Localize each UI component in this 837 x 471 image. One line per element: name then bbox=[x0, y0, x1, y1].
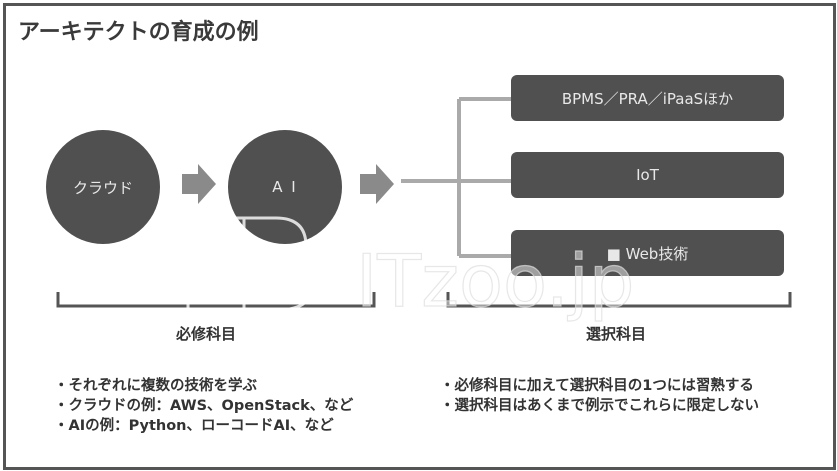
elective-bullet-1: ・必修科目に加えて選択科目の1つには習熟する bbox=[440, 378, 754, 394]
watermark: ITzoo.jp bbox=[186, 216, 635, 324]
elective-bullets: ・必修科目に加えて選択科目の1つには習熟する ・選択科目はあくまで例示でこれらに… bbox=[440, 376, 759, 416]
branch-connector bbox=[401, 97, 511, 258]
required-bullet-2: ・クラウドの例：AWS、OpenStack、など bbox=[54, 398, 354, 414]
slide-frame: アーキテクトの育成の例 クラウド A I BPMS／PRA／iPaaSほか Io… bbox=[3, 3, 836, 470]
elective-label: 選択科目 bbox=[586, 325, 647, 343]
elective-bullet-2: ・選択科目はあくまで例示でこれらに限定しない bbox=[440, 398, 759, 414]
circle-ai: A I bbox=[228, 130, 342, 244]
elective-box-web-label: ■ Web技術 bbox=[606, 244, 689, 263]
required-bullet-3: ・AIの例：Python、ローコードAI、など bbox=[54, 418, 334, 434]
required-bullet-1: ・それぞれに複数の技術を学ぶ bbox=[54, 378, 257, 394]
elective-box-iot: IoT bbox=[511, 152, 784, 198]
elective-box-web: ■ Web技術 bbox=[511, 230, 784, 276]
elective-box-iot-label: IoT bbox=[636, 166, 659, 184]
circle-cloud: クラウド bbox=[46, 130, 160, 244]
arrow-ai-to-electives bbox=[360, 164, 394, 204]
circle-cloud-label: クラウド bbox=[72, 178, 133, 197]
elective-box-bpms: BPMS／PRA／iPaaSほか bbox=[511, 75, 784, 121]
bracket-elective bbox=[446, 292, 792, 308]
watermark-text: ITzoo.jp bbox=[356, 239, 634, 323]
required-label: 必修科目 bbox=[176, 325, 237, 343]
elective-box-bpms-label: BPMS／PRA／iPaaSほか bbox=[561, 89, 734, 108]
bracket-required bbox=[56, 292, 376, 308]
circle-ai-label: A I bbox=[272, 178, 298, 196]
arrow-cloud-to-ai bbox=[182, 164, 216, 204]
required-bullets: ・それぞれに複数の技術を学ぶ ・クラウドの例：AWS、OpenStack、など … bbox=[54, 376, 353, 436]
slide-title: アーキテクトの育成の例 bbox=[18, 20, 259, 45]
